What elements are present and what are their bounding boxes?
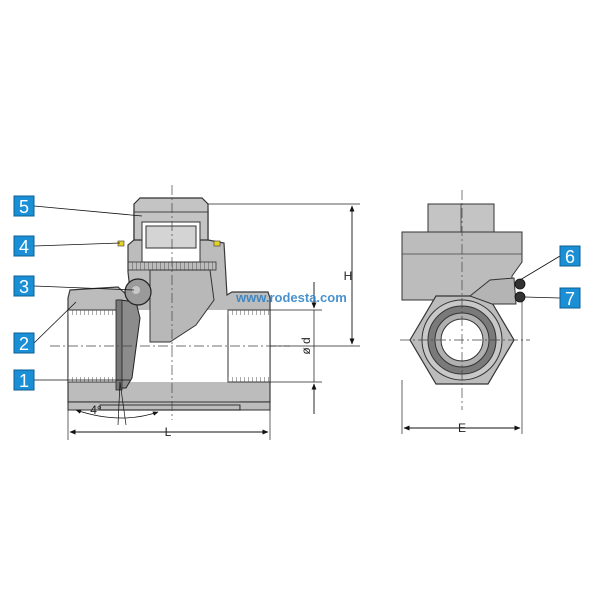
- front-section-view: [50, 185, 290, 420]
- dimension-l-label: L: [165, 425, 172, 439]
- gasket-right: [213, 240, 221, 247]
- watermark-text: www.rodesta.com: [235, 290, 347, 305]
- callout-3: 3: [13, 275, 35, 297]
- dimension-angle: 4°: [75, 381, 159, 426]
- callout-4: 4: [13, 235, 35, 257]
- callout-7-label: 7: [565, 289, 575, 309]
- callout-3-label: 3: [19, 277, 29, 297]
- dimension-d-label: ø d: [299, 337, 313, 354]
- callout-leaders: [33, 205, 561, 381]
- dimension-d: ø d: [270, 282, 322, 414]
- dimension-h-label: H: [344, 269, 353, 283]
- callout-5: 5: [13, 195, 35, 217]
- gasket-left: [117, 240, 125, 247]
- plug-upper: [514, 278, 526, 290]
- dimension-e: E: [401, 300, 523, 435]
- dimension-l: L: [67, 402, 271, 440]
- callout-2: 2: [13, 332, 35, 354]
- callout-4-label: 4: [19, 237, 29, 257]
- callout-1-label: 1: [19, 371, 29, 391]
- dimension-h: H: [208, 203, 360, 347]
- callout-5-label: 5: [19, 197, 29, 217]
- callout-6: 6: [559, 245, 581, 267]
- dimension-e-label: E: [458, 421, 466, 435]
- side-view: [400, 190, 530, 410]
- callout-7: 7: [559, 287, 581, 309]
- angle-label: 4°: [90, 403, 102, 417]
- callout-2-label: 2: [19, 334, 29, 354]
- callout-6-label: 6: [565, 247, 575, 267]
- plug-lower: [514, 291, 526, 303]
- callout-1: 1: [13, 369, 35, 391]
